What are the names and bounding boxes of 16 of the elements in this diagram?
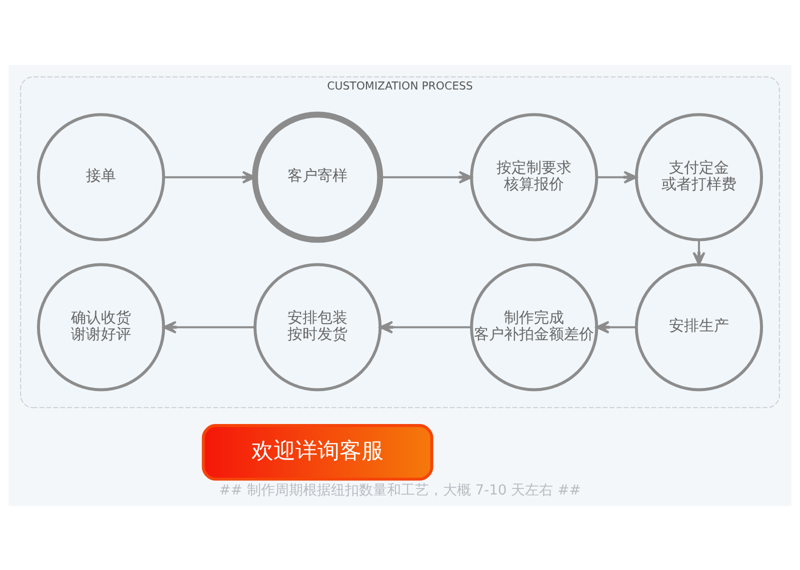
arrow	[380, 170, 472, 184]
node-circle: 安排生产	[634, 262, 764, 391]
arrow	[162, 320, 255, 334]
caption: ## 制作周期根据纽扣数量和工艺，大概 7-10 天左右 ##	[219, 482, 581, 498]
node-circle: 支付定金 或者打样费	[634, 112, 764, 241]
node-box: 欢迎详询客服	[202, 424, 434, 480]
arrow	[379, 320, 472, 334]
node-circle: 安排包装 按时发货	[254, 262, 382, 391]
node-circle: 制作完成 客户补拍金额差价	[470, 262, 598, 391]
node-circle: 按定制要求 核算报价	[470, 112, 598, 241]
arrow	[596, 170, 638, 184]
node-circle: 确认收货 谢谢好评	[36, 262, 166, 391]
arrow	[692, 239, 706, 266]
node-circle: 接单	[36, 112, 166, 241]
node-circle: 客户寄样	[252, 111, 384, 242]
arrow	[596, 320, 636, 334]
